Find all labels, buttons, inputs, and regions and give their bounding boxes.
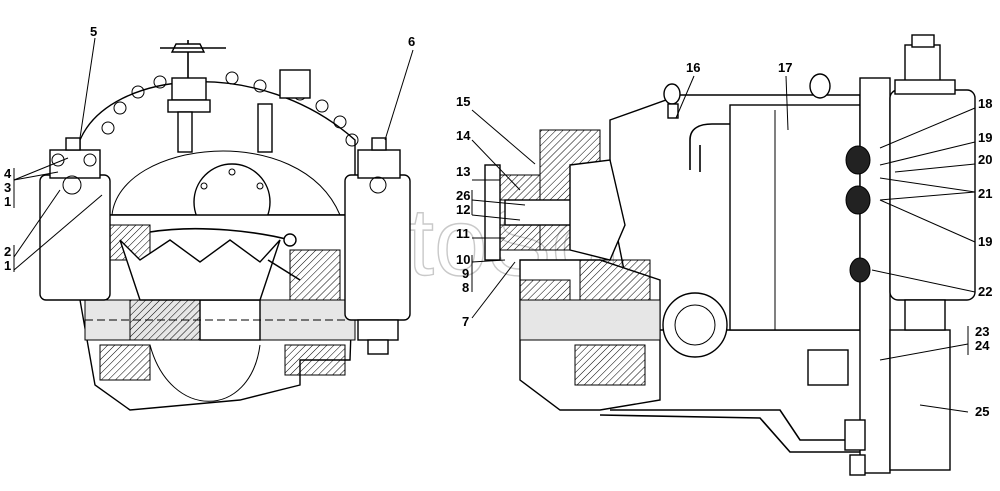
callout-12: 12: [456, 202, 470, 217]
callout-5: 5: [90, 24, 97, 39]
callout-11: 11: [456, 226, 470, 241]
callout-13: 13: [456, 164, 470, 179]
callout-26: 26: [456, 188, 470, 203]
callout-14: 14: [456, 128, 471, 143]
callout-22: 22: [978, 284, 992, 299]
callout-1b: 1: [4, 258, 11, 273]
callout-6: 6: [408, 34, 415, 49]
callout-labels: 5 6 4 3 1 2 1 16 17 15 14 13 26 12 11 10…: [4, 24, 992, 419]
callout-19b: 19: [978, 234, 992, 249]
leader-lines: [13, 37, 976, 413]
callout-25: 25: [975, 404, 989, 419]
callout-23: 23: [975, 324, 989, 339]
callout-1: 1: [4, 194, 11, 209]
callout-4: 4: [4, 166, 12, 181]
callout-24: 24: [975, 338, 990, 353]
callout-10: 10: [456, 252, 470, 267]
callout-16: 16: [686, 60, 700, 75]
left-view-housing: [79, 40, 359, 411]
left-filter-a: [39, 137, 111, 301]
callout-21: 21: [978, 186, 992, 201]
callout-20: 20: [978, 152, 992, 167]
callout-8: 8: [462, 280, 469, 295]
callout-19: 19: [978, 130, 992, 145]
callout-18: 18: [978, 96, 992, 111]
callout-3: 3: [4, 180, 11, 195]
callout-17: 17: [778, 60, 792, 75]
callout-15: 15: [456, 94, 470, 109]
callout-2: 2: [4, 244, 11, 259]
left-filter-b: [344, 137, 411, 355]
callout-7: 7: [462, 314, 469, 329]
callout-9: 9: [462, 266, 469, 281]
